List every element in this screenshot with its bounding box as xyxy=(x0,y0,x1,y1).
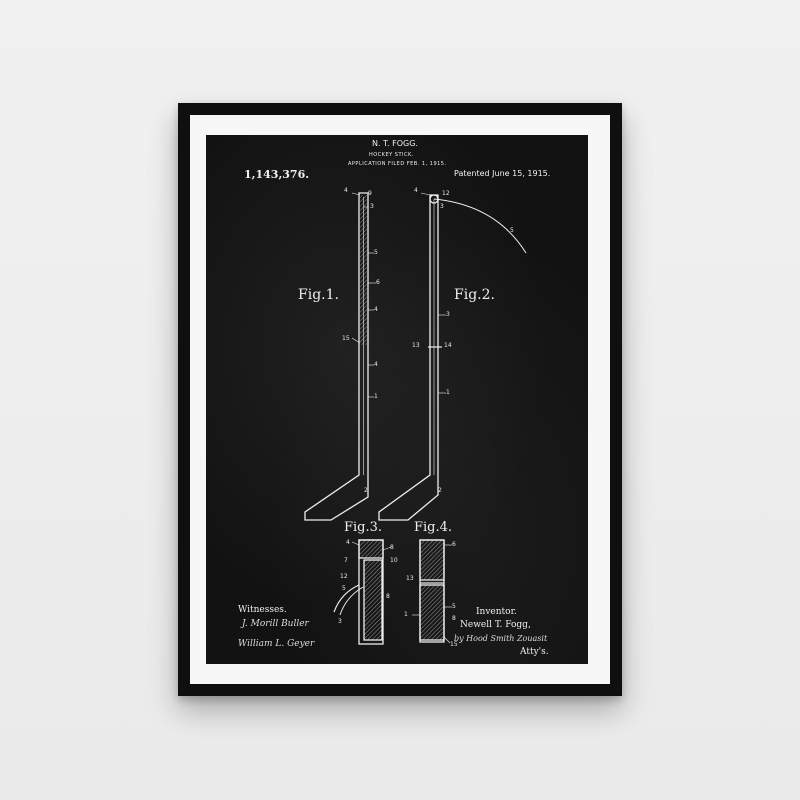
ref-label: 5 xyxy=(452,603,456,610)
ref-label: 4 xyxy=(414,187,418,194)
ref-label: 4 xyxy=(374,361,378,368)
ref-label: 2 xyxy=(438,487,442,494)
fig2-string xyxy=(433,198,527,254)
ref-label: 15 xyxy=(450,641,458,648)
ref-label: 4 xyxy=(346,539,350,546)
fig2-stick xyxy=(378,194,439,521)
witness-signature-1: J. Morill Buller xyxy=(242,619,309,629)
ref-label: 3 xyxy=(338,618,342,625)
ref-label: 8 xyxy=(386,593,390,600)
ref-label: 5 xyxy=(374,249,378,256)
ref-label: 4 xyxy=(344,187,348,194)
fig1-stick xyxy=(304,192,369,521)
patent-date: Patented June 15, 1915. xyxy=(454,169,551,178)
fig1-label: Fig.1. xyxy=(298,287,339,303)
fig4-label: Fig.4. xyxy=(414,520,453,535)
frame-mat: N. T. FOGG. HOCKEY STICK. APPLICATION FI… xyxy=(190,115,610,684)
inventor-header: N. T. FOGG. xyxy=(372,139,418,148)
ref-label: 4 xyxy=(374,306,378,313)
ref-label: 8 xyxy=(452,615,456,622)
witness-signature-2: William L. Geyer xyxy=(238,639,315,649)
ref-label: 8 xyxy=(390,544,394,551)
picture-frame: N. T. FOGG. HOCKEY STICK. APPLICATION FI… xyxy=(178,103,622,696)
application-filed: APPLICATION FILED FEB. 1, 1915. xyxy=(348,161,447,167)
ref-label: 2 xyxy=(364,487,368,494)
patent-number: 1,143,376. xyxy=(244,168,310,181)
ref-label: 3 xyxy=(370,203,374,210)
ref-label: 3 xyxy=(446,311,450,318)
inventor-label: Inventor. xyxy=(476,607,517,617)
ref-label: 13 xyxy=(406,575,414,582)
ref-label: 6 xyxy=(376,279,380,286)
fig2-label: Fig.2. xyxy=(454,287,495,303)
inventor-name: Newell T. Fogg, xyxy=(460,620,531,630)
attys-label: Atty's. xyxy=(520,647,549,657)
ref-label: 1 xyxy=(374,393,378,400)
fig4-section xyxy=(419,539,445,643)
ref-label: 9 xyxy=(368,190,372,197)
witnesses-label: Witnesses. xyxy=(238,605,287,615)
ref-label: 12 xyxy=(340,573,348,580)
ref-label: 15 xyxy=(342,335,350,342)
patent-print: N. T. FOGG. HOCKEY STICK. APPLICATION FI… xyxy=(206,135,588,664)
fig3-label: Fig.3. xyxy=(344,520,383,535)
ref-label: 3 xyxy=(440,203,444,210)
patent-title: HOCKEY STICK. xyxy=(369,152,414,158)
ref-label: 14 xyxy=(444,342,452,349)
ref-label: 5 xyxy=(342,585,346,592)
ref-label: 5 xyxy=(510,227,514,234)
ref-label: 6 xyxy=(452,541,456,548)
fig3-section xyxy=(333,539,384,645)
patent-drawing xyxy=(304,192,527,645)
ref-label: 7 xyxy=(344,557,348,564)
ref-label: 1 xyxy=(404,611,408,618)
ref-label: 12 xyxy=(442,190,450,197)
ref-label: 1 xyxy=(446,389,450,396)
ref-label: 13 xyxy=(412,342,420,349)
attorney-signature: by Hood Smith Zouasit xyxy=(454,634,548,643)
ref-label: 10 xyxy=(390,557,398,564)
